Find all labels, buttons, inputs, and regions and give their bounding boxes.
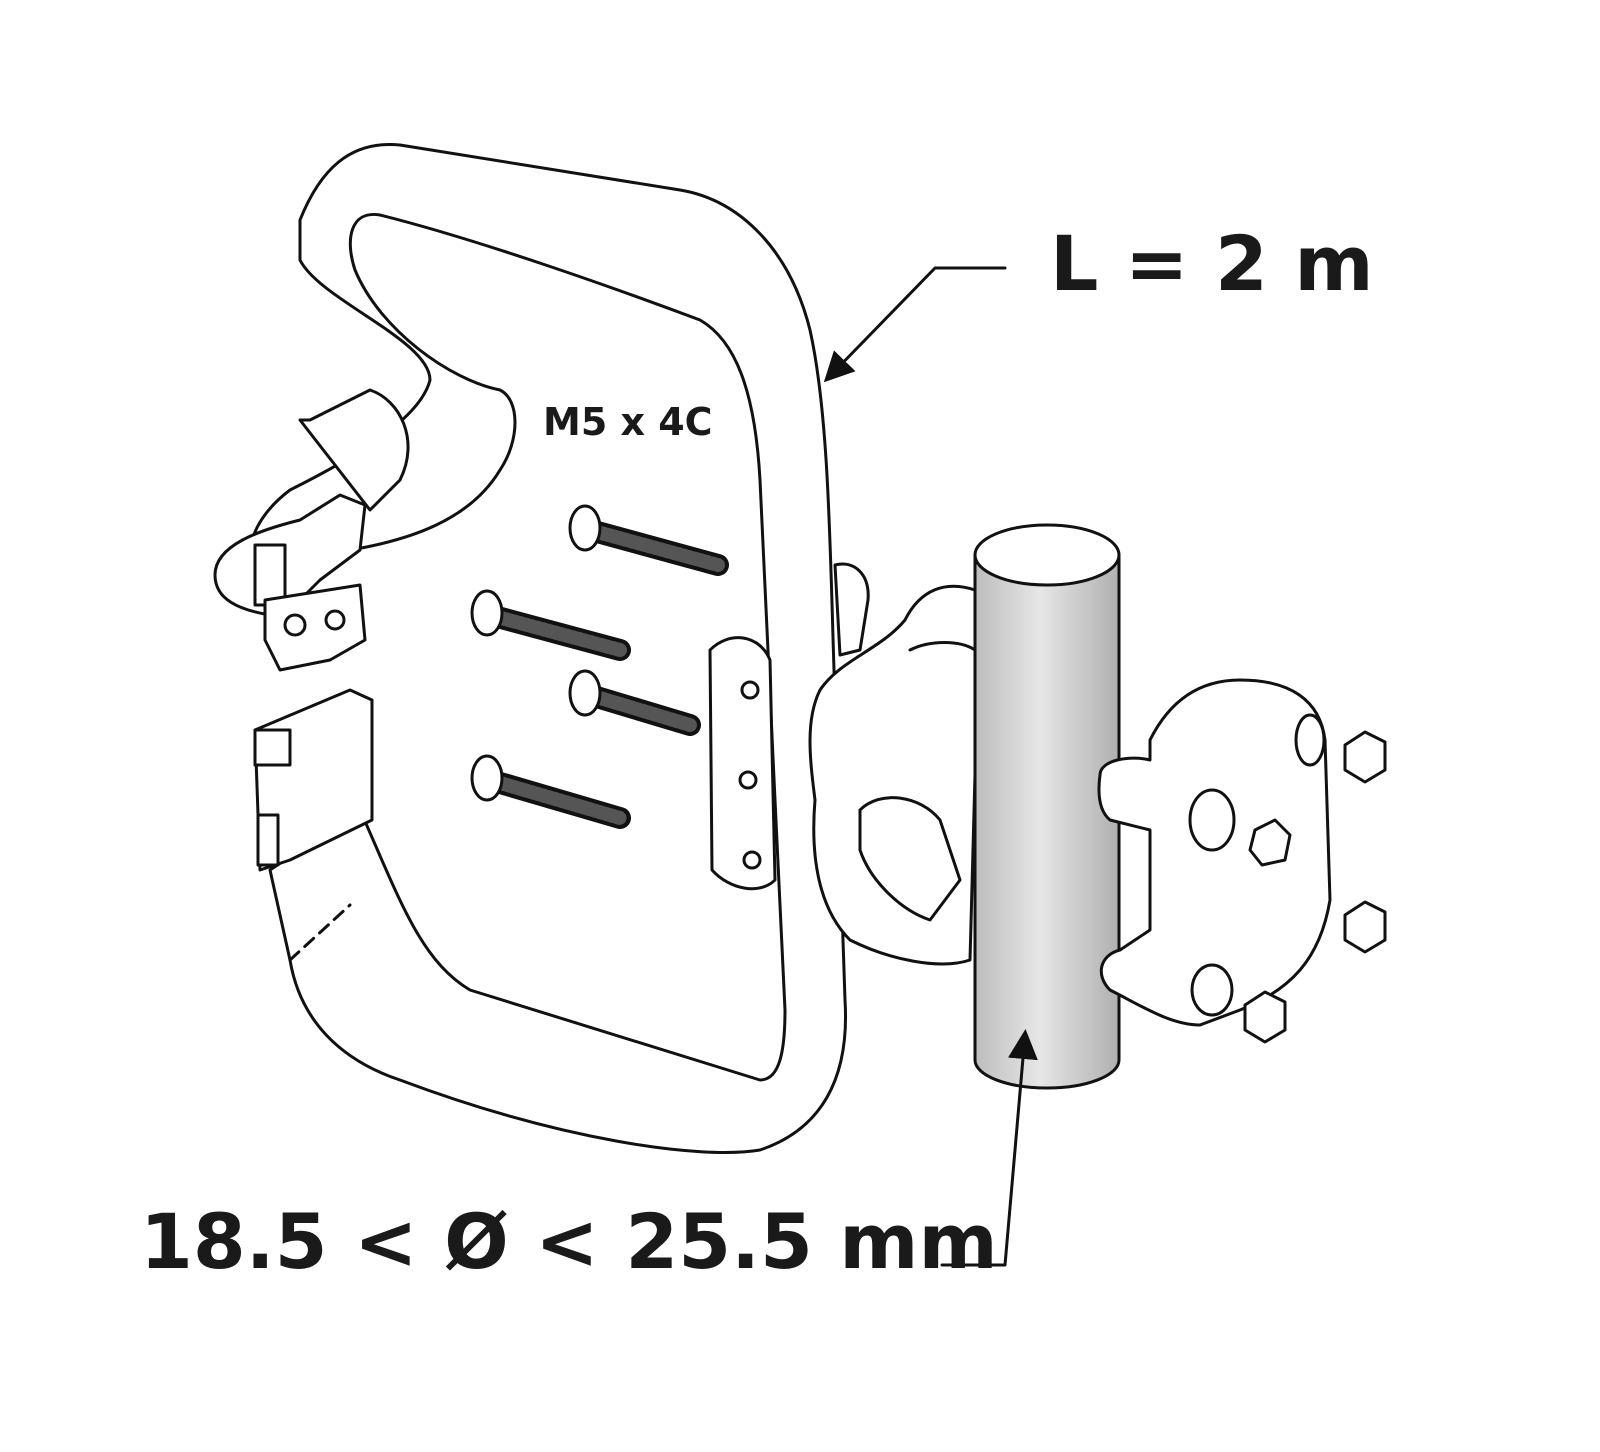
bolt-spec-label: M5 x 4C bbox=[543, 400, 713, 444]
left-clamp bbox=[808, 584, 996, 966]
pipe bbox=[973, 523, 1121, 1090]
upper-buckle bbox=[213, 388, 410, 672]
bolt bbox=[470, 589, 631, 661]
nut bbox=[1343, 900, 1387, 954]
length-leader-line bbox=[823, 266, 1007, 383]
bolts bbox=[470, 504, 729, 829]
length-label: L = 2 m bbox=[1050, 219, 1374, 308]
right-clamp bbox=[1097, 678, 1332, 1027]
diameter-leader-line bbox=[940, 1029, 1038, 1267]
nuts bbox=[1243, 730, 1387, 1044]
bolt bbox=[470, 754, 631, 829]
nut bbox=[1343, 730, 1387, 784]
diameter-range-label: 18.5 < Ø < 25.5 mm bbox=[140, 1197, 998, 1286]
bracket-plate bbox=[708, 562, 870, 891]
bolt bbox=[568, 504, 729, 576]
bolt bbox=[568, 669, 701, 736]
nut bbox=[1243, 990, 1287, 1044]
lower-buckle bbox=[253, 688, 374, 872]
